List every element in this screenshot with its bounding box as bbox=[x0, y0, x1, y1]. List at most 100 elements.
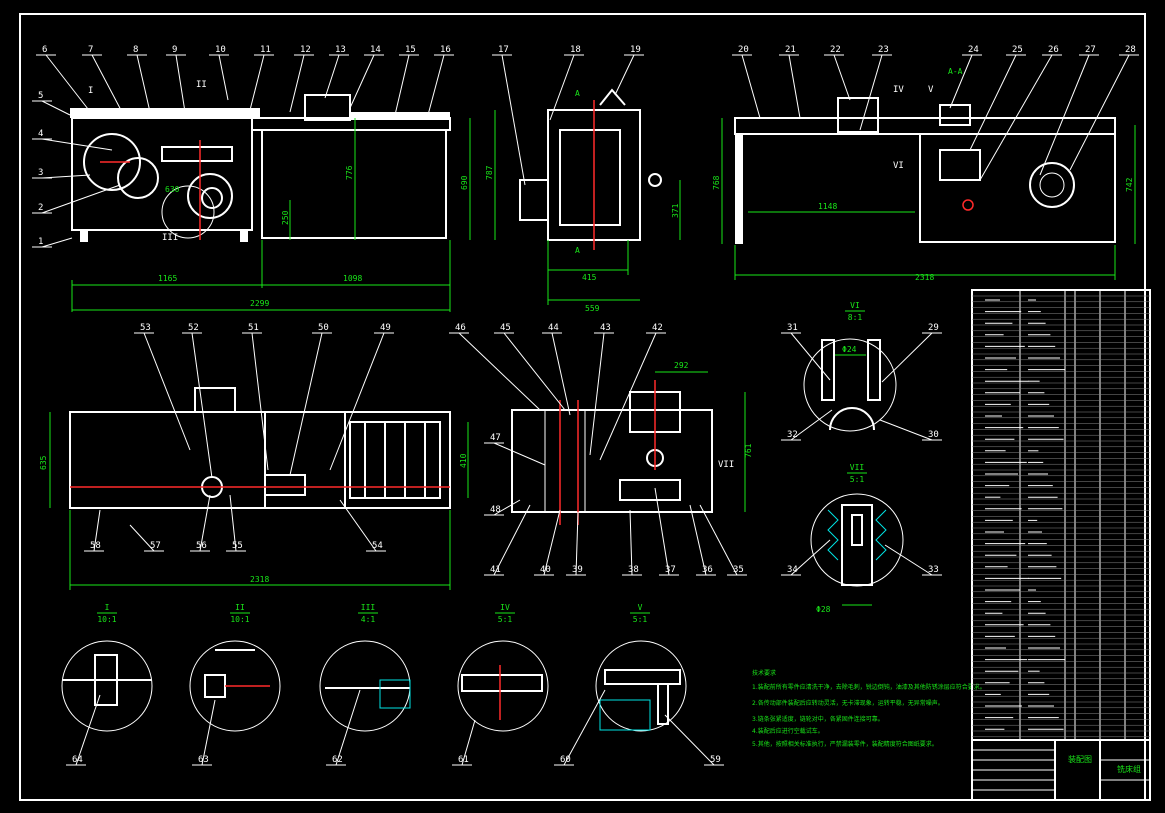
balloon-number: 25 bbox=[1012, 45, 1023, 55]
balloon-number: 49 bbox=[380, 323, 391, 333]
balloon-53: 53 bbox=[134, 323, 191, 451]
balloon-number: 20 bbox=[738, 45, 749, 55]
detail-title-i: I10:1 bbox=[97, 603, 117, 624]
balloon-number: 50 bbox=[318, 323, 329, 333]
sheet-border bbox=[19, 13, 1146, 801]
balloon-4: 4 bbox=[32, 129, 113, 151]
balloon-11: 11 bbox=[249, 45, 274, 111]
detail-id: VI bbox=[850, 301, 860, 310]
balloon-number: 43 bbox=[600, 323, 611, 333]
balloon-63: 63 bbox=[192, 699, 216, 766]
balloon-47: 47 bbox=[484, 433, 546, 466]
balloon-number: 38 bbox=[628, 565, 639, 575]
balloon-34: 34 bbox=[781, 539, 831, 576]
balloon-50: 50 bbox=[289, 323, 332, 476]
side-view bbox=[519, 88, 681, 305]
balloon-48: 48 bbox=[484, 499, 521, 516]
balloon-52: 52 bbox=[182, 323, 213, 479]
balloon-number: 32 bbox=[787, 430, 798, 440]
balloon-number: 27 bbox=[1085, 45, 1096, 55]
balloon-44: 44 bbox=[542, 323, 571, 416]
balloon-number: 30 bbox=[928, 430, 939, 440]
balloon-17: 17 bbox=[492, 45, 526, 186]
dim-2318-top: 2318 bbox=[250, 575, 269, 584]
balloon-10: 10 bbox=[209, 45, 229, 101]
balloon-number: 15 bbox=[405, 45, 416, 55]
balloon-number: 29 bbox=[928, 323, 939, 333]
dim-1148: 1148 bbox=[818, 202, 837, 211]
balloon-46: 46 bbox=[449, 323, 541, 411]
detail-scale: 5:1 bbox=[633, 615, 648, 624]
balloon-6: 6 bbox=[36, 45, 96, 119]
balloon-29: 29 bbox=[881, 323, 942, 383]
balloon-49: 49 bbox=[329, 323, 394, 471]
marker-vi: VI bbox=[893, 161, 904, 171]
balloon-number: 46 bbox=[455, 323, 466, 333]
note-line-3: 3.链条张紧适度，链轮对中，各紧固件连接可靠。 bbox=[752, 715, 884, 723]
balloon-number: 41 bbox=[490, 565, 501, 575]
detail-id: I bbox=[105, 603, 110, 612]
balloon-number: 58 bbox=[90, 541, 101, 551]
balloon-27: 27 bbox=[1039, 45, 1099, 176]
balloon-number: 12 bbox=[300, 45, 311, 55]
note-line-1: 1.装配前所有零件应清洗干净，去除毛刺，锐边倒钝，油漆及其他防锈涂层应符合要求。 bbox=[752, 683, 986, 691]
balloon-number: 62 bbox=[332, 755, 343, 765]
section-a-top: A bbox=[575, 89, 580, 98]
top-view bbox=[49, 387, 469, 590]
balloon-18: 18 bbox=[549, 45, 584, 121]
dim-635: 635 bbox=[39, 455, 48, 470]
balloon-number: 31 bbox=[787, 323, 798, 333]
balloon-number: 45 bbox=[500, 323, 511, 333]
balloon-19: 19 bbox=[614, 45, 644, 96]
detail-id: VII bbox=[850, 463, 865, 472]
note-line-2: 2.各传动部件装配后应转动灵活，无卡滞现象，运转平稳，无异常噪声。 bbox=[752, 699, 944, 707]
balloon-number: 47 bbox=[490, 433, 501, 443]
balloon-37: 37 bbox=[654, 487, 679, 576]
balloon-number: 6 bbox=[42, 45, 47, 55]
balloon-number: 13 bbox=[335, 45, 346, 55]
detail-vii bbox=[810, 493, 904, 606]
balloon-number: 59 bbox=[710, 755, 721, 765]
balloon-2: 2 bbox=[32, 184, 121, 214]
balloon-31: 31 bbox=[781, 323, 831, 381]
balloon-5: 5 bbox=[32, 91, 71, 116]
dim-742: 742 bbox=[1125, 177, 1134, 192]
dim-1165: 1165 bbox=[158, 274, 177, 283]
balloon-14: 14 bbox=[349, 45, 384, 109]
notes-title: 技术要求 bbox=[752, 669, 776, 677]
dimension-labels: 1165 1098 2299 776 690 787 250 371 415 5… bbox=[39, 165, 1134, 614]
technical-notes: 技术要求 1.装配前所有零件应清洗干净，去除毛刺，锐边倒钝，油漆及其他防锈涂层应… bbox=[752, 669, 986, 748]
balloon-number: 7 bbox=[88, 45, 93, 55]
balloon-number: 53 bbox=[140, 323, 151, 333]
balloon-13: 13 bbox=[324, 45, 349, 99]
balloon-59: 59 bbox=[664, 714, 724, 766]
dim-1098: 1098 bbox=[343, 274, 362, 283]
balloon-number: 5 bbox=[38, 91, 43, 101]
balloon-number: 63 bbox=[198, 755, 209, 765]
balloon-number: 3 bbox=[38, 168, 43, 178]
balloon-number: 18 bbox=[570, 45, 581, 55]
detail-id: IV bbox=[500, 603, 510, 612]
balloon-8: 8 bbox=[127, 45, 151, 113]
balloon-number: 56 bbox=[196, 541, 207, 551]
balloon-55: 55 bbox=[226, 494, 246, 552]
balloon-number: 19 bbox=[630, 45, 641, 55]
detail-scale: 8:1 bbox=[848, 313, 863, 322]
balloon-61: 61 bbox=[452, 719, 476, 766]
balloon-number: 1 bbox=[38, 237, 43, 247]
detail-id: V bbox=[638, 603, 643, 612]
balloon-number: 44 bbox=[548, 323, 559, 333]
balloon-26: 26 bbox=[979, 45, 1062, 181]
dim-630: 630 bbox=[165, 185, 180, 194]
balloon-20: 20 bbox=[732, 45, 761, 119]
balloon-30: 30 bbox=[879, 419, 942, 441]
balloon-60: 60 bbox=[554, 689, 606, 766]
balloon-number: 9 bbox=[172, 45, 177, 55]
balloon-number: 8 bbox=[133, 45, 138, 55]
marker-iv: IV bbox=[893, 85, 904, 95]
balloon-64: 64 bbox=[66, 694, 101, 766]
